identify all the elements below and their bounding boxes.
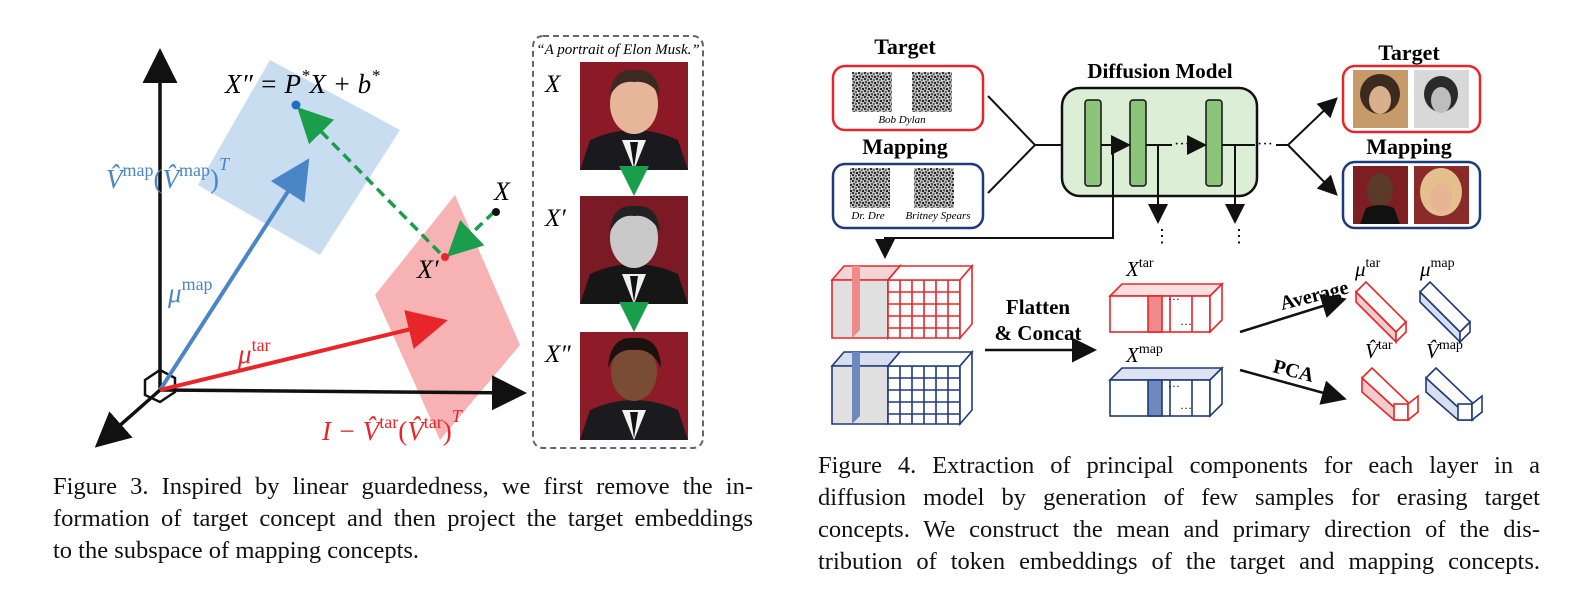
- red-feature-tensor: [830, 263, 974, 341]
- point-X: [492, 208, 500, 216]
- point-Xpp: [291, 100, 301, 110]
- Xp-label: X′: [416, 255, 439, 284]
- merge-lines: [987, 95, 1037, 194]
- diffusion-layer-3: [1205, 99, 1223, 187]
- svg-text:···: ···: [1257, 136, 1273, 153]
- noise-image-2: [912, 72, 952, 112]
- vtar-output-label: V̂tar: [1365, 338, 1393, 363]
- X-label: X: [493, 177, 511, 206]
- figure3-diagram: X″ = P*X + b* V̂map(V̂map)T μmap μtar X …: [94, 35, 704, 449]
- noise-image-3: [850, 168, 890, 208]
- mu-map-output: [1418, 280, 1472, 344]
- point-Xp: [441, 253, 449, 261]
- diffusion-model-label: Diffusion Model: [1087, 59, 1232, 83]
- noise-image-4: [914, 168, 954, 208]
- svg-text:⋮: ⋮: [1230, 226, 1248, 246]
- flatten-label: Flatten: [1006, 295, 1070, 319]
- vmap-output: [1424, 366, 1484, 422]
- output-split-lines: [1287, 97, 1338, 146]
- blue-feature-tensor: [830, 349, 974, 427]
- origin-box: [143, 368, 177, 404]
- vmap-label: V̂map(V̂map)T: [106, 154, 231, 194]
- xtar-label: Xtar: [1125, 256, 1154, 281]
- caption-line: Figure 4. Extraction of principal compon…: [818, 452, 1540, 479]
- input-mapping-label: Mapping: [862, 134, 948, 159]
- diffusion-layer-2: [1129, 99, 1147, 187]
- portrait-label-Xpp: X″: [544, 341, 571, 368]
- mapping-name-britney: Britney Spears: [905, 210, 970, 222]
- caption-line: formation of target concept and then pro…: [53, 505, 753, 532]
- caption-line: Figure 3. Inspired by linear guardedness…: [53, 473, 753, 500]
- caption-line: concepts. We construct the mean and prim…: [818, 516, 1540, 543]
- svg-text:···: ···: [1168, 379, 1180, 393]
- portrait-label-X: X: [544, 71, 562, 98]
- mu-map-output-label: μmap: [1419, 256, 1455, 281]
- average-arrow: [1239, 294, 1347, 334]
- svg-text:···: ···: [1174, 136, 1190, 153]
- mu-tar-output: [1354, 280, 1408, 344]
- mapping-subspace-plane: [198, 60, 400, 255]
- mu-tar-vector: [159, 310, 448, 392]
- caption-line: diffusion model by generation of few sam…: [818, 484, 1540, 511]
- caption-line: tribution of token embeddings of the tar…: [818, 548, 1540, 575]
- svg-text:···: ···: [1180, 317, 1192, 331]
- noise-image-1: [852, 72, 892, 112]
- svg-text:⋮: ⋮: [1153, 226, 1171, 246]
- mu-map-label: μmap: [167, 274, 213, 308]
- portrait-Xp-image: [580, 196, 688, 304]
- pca-label: PCA: [1271, 356, 1317, 387]
- output-target-label: Target: [1378, 40, 1440, 65]
- I-minus-label: I − V̂tar(V̂tar)T: [321, 406, 464, 446]
- equation-label: X″ = P*X + b*: [224, 66, 380, 99]
- mu-tar-label: μtar: [237, 335, 271, 369]
- mapping-name-dre: Dr. Dre: [850, 210, 884, 222]
- vtar-output: [1360, 366, 1420, 422]
- svg-text:···: ···: [1180, 401, 1192, 415]
- input-target-label: Target: [874, 34, 936, 59]
- caption-line: to the subspace of mapping concepts.: [53, 537, 420, 564]
- concat-label: & Concat: [995, 321, 1082, 345]
- figure3-caption: Figure 3. Inspired by linear guardedness…: [53, 471, 753, 567]
- portrait-Xpp-image: [580, 332, 688, 440]
- x-axis: [159, 375, 527, 411]
- projection-arrow-2: [297, 106, 442, 255]
- pca-arrow: [1239, 368, 1347, 405]
- xmap-label: Xmap: [1125, 342, 1163, 367]
- target-name-bob: Bob Dylan: [878, 114, 926, 126]
- vmap-output-label: V̂map: [1426, 338, 1463, 363]
- diffusion-layer-1: [1084, 99, 1102, 187]
- portrait-panel: [532, 35, 704, 449]
- mu-map-vector: [158, 158, 310, 392]
- xtar-matrix: [1108, 282, 1224, 334]
- z-axis: [94, 388, 162, 448]
- portrait-X-image: [580, 62, 688, 170]
- svg-text:···: ···: [1168, 292, 1180, 306]
- target-null-plane: [375, 195, 520, 440]
- mu-tar-output-label: μtar: [1354, 256, 1381, 281]
- projection-arrow-1: [446, 210, 496, 257]
- figure4-caption: Figure 4. Extraction of principal compon…: [818, 450, 1540, 578]
- prompt-text: “A portrait of Elon Musk.”: [536, 42, 700, 58]
- xmap-matrix: [1108, 366, 1224, 418]
- figure4-diagram: Target Bob Dylan Mapping Dr. Dre Britney…: [830, 34, 1484, 427]
- portrait-label-Xp: X′: [544, 205, 566, 232]
- output-mapping-label: Mapping: [1366, 134, 1452, 159]
